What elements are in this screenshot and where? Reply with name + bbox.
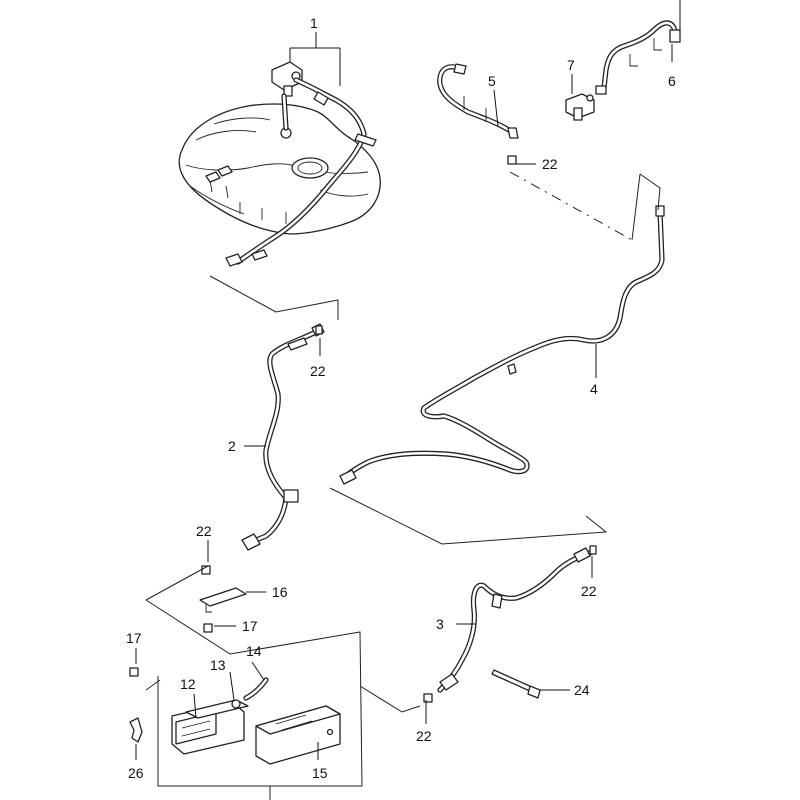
vent-line-5 (437, 63, 519, 139)
callout-22-line2-top: 22 (310, 363, 326, 379)
feed-line-1 (225, 77, 377, 267)
assembly-frames (145, 171, 661, 800)
bracket-16 (199, 587, 247, 613)
callout-5: 5 (488, 73, 496, 89)
callout-13: 13 (210, 657, 226, 673)
clamp-13 (231, 699, 241, 709)
fuel-line-3 (437, 547, 595, 693)
solenoid-valve-7 (565, 93, 595, 121)
callout-7: 7 (567, 57, 575, 73)
canister-bracket-12 (171, 699, 249, 755)
callout-22-line3-top: 22 (581, 583, 597, 599)
vent-line-6 (595, 0, 681, 95)
fuel-line-4 (339, 205, 665, 485)
callout-26: 26 (128, 765, 144, 781)
callout-4: 4 (590, 381, 598, 397)
callout-6: 6 (668, 73, 676, 89)
callout-24: 24 (574, 682, 590, 698)
fuel-tank (178, 103, 381, 235)
bolt-17 (129, 623, 213, 677)
callout-17-bolt: 17 (126, 630, 142, 646)
clip-26 (129, 717, 143, 743)
charcoal-canister-15 (255, 705, 341, 765)
leader-lines (135, 32, 673, 760)
clips-22 (201, 155, 597, 703)
callout-22-line2-bottom: 22 (196, 523, 212, 539)
callout-3: 3 (436, 616, 444, 632)
callout-14: 14 (246, 643, 262, 659)
callout-15: 15 (312, 765, 328, 781)
callout-12: 12 (180, 676, 196, 692)
cable-tie-24 (491, 669, 541, 699)
hose-14 (243, 677, 269, 701)
fuel-line-2 (241, 323, 325, 551)
callout-1: 1 (310, 15, 318, 31)
callout-2: 2 (228, 438, 236, 454)
callout-16: 16 (272, 584, 288, 600)
callout-17-bracket: 17 (242, 618, 258, 634)
callout-labels: 1 5 7 6 22 22 4 2 22 16 22 3 17 17 14 13… (126, 15, 676, 781)
callout-22-line3-bottom: 22 (416, 728, 432, 744)
callout-22-top: 22 (542, 156, 558, 172)
